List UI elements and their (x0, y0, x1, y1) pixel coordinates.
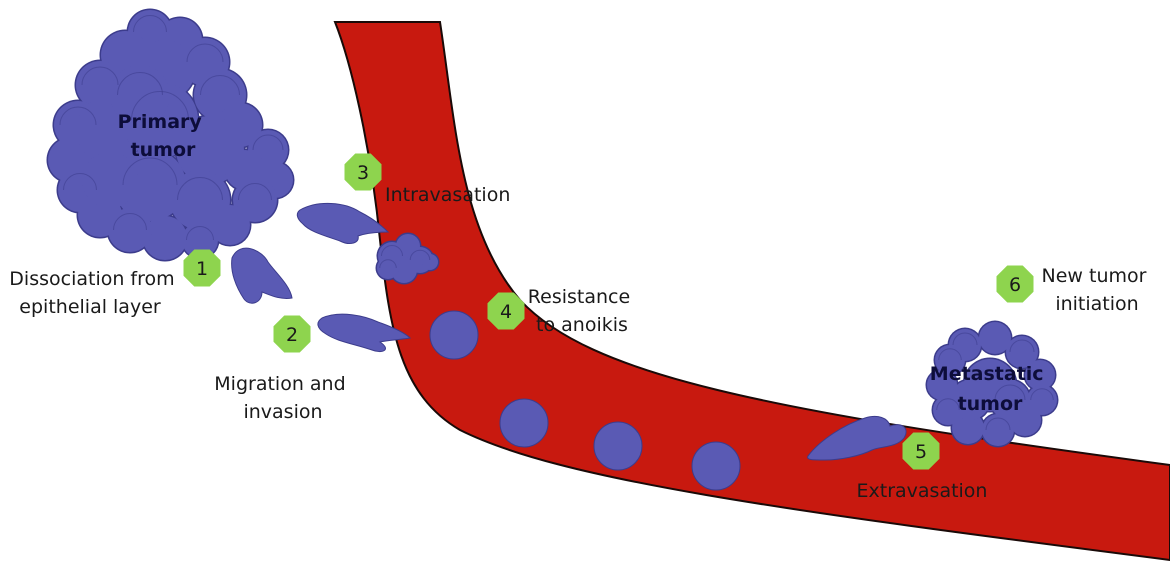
step-6-label: New tumor initiation (1042, 265, 1153, 315)
primary-tumor (47, 9, 295, 262)
svg-text:4: 4 (500, 301, 512, 323)
migrating-cell-3 (297, 203, 388, 243)
circulating-cell (594, 422, 642, 470)
blood-vessel (335, 22, 1170, 560)
step-2-label: Migration and invasion (214, 373, 351, 423)
step-4-label: Resistance to anoikis (528, 286, 636, 336)
step-3-label: Intravasation (385, 184, 510, 206)
step-1-label: Dissociation from epithelial layer (9, 268, 180, 318)
step-2-badge: 2 (274, 316, 311, 353)
step-4-badge: 4 (488, 293, 525, 330)
step-5-badge: 5 (903, 433, 940, 470)
step-1-badge: 1 (184, 250, 221, 287)
intravasating-cell-lobe (377, 257, 399, 279)
circulating-cell (430, 311, 478, 359)
circulating-cell (692, 442, 740, 490)
step-3-badge: 3 (345, 154, 382, 191)
migrating-cell-1 (232, 248, 292, 303)
step-6-badge: 6 (997, 266, 1034, 303)
intravasating-cell-lobe (422, 254, 438, 270)
svg-text:3: 3 (357, 162, 369, 184)
step-5-label: Extravasation (857, 480, 988, 502)
svg-text:1: 1 (196, 258, 208, 280)
svg-text:5: 5 (915, 441, 927, 463)
svg-text:6: 6 (1009, 274, 1021, 296)
svg-text:2: 2 (286, 324, 298, 346)
circulating-cell (500, 399, 548, 447)
primary-tumor-lobe (170, 170, 230, 230)
metastatic-tumor-lobe (979, 322, 1011, 354)
